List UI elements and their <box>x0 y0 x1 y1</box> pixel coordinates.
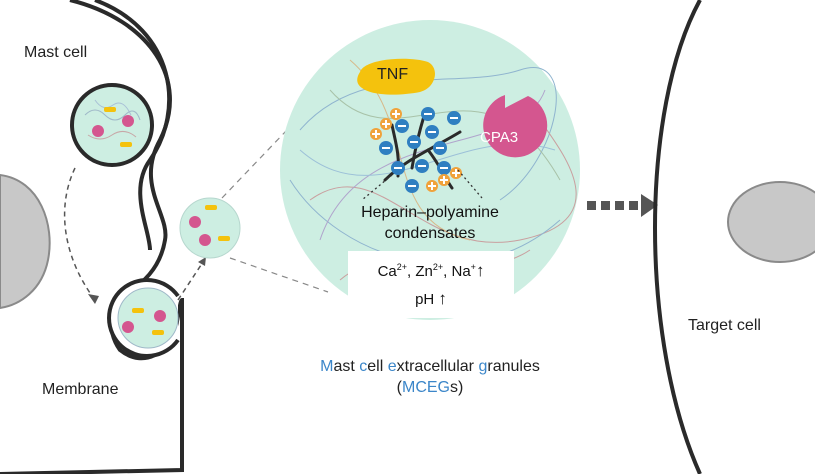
caption-initial: c <box>359 358 368 375</box>
release-arrow <box>177 261 204 301</box>
mceg-caption-line2: (MCEGs) <box>255 377 605 398</box>
mast-cell-nucleus <box>0 173 51 310</box>
ion-separator: , <box>407 263 416 280</box>
zinc-charge: 2+ <box>432 262 444 272</box>
mast-cell-membrane-upper <box>94 0 172 251</box>
ion-separator: , <box>443 263 452 280</box>
caption-text: ranules <box>487 358 540 375</box>
caption-text: ell <box>367 358 388 375</box>
ph-increase-arrow-icon: ↑ <box>438 289 447 308</box>
calcium-charge: 2+ <box>396 262 408 272</box>
ph-row: pH ↑ <box>348 289 514 309</box>
mast-cell-label: Mast cell <box>24 44 88 61</box>
caption-initial: M <box>320 358 334 375</box>
positive-charges-right <box>426 167 462 192</box>
caption-text: s) <box>450 379 464 396</box>
intracellular-granule-top <box>70 83 154 167</box>
mceg-caption: Mast cell extracellular granules (MCEGs) <box>255 356 605 398</box>
sodium-ion: Na <box>451 263 471 280</box>
condensate-label-line1: Heparin–polyamine <box>361 204 499 221</box>
caption-initial: g <box>478 358 488 375</box>
release-arrowhead <box>198 257 206 266</box>
ph-label: pH <box>415 291 435 308</box>
zinc-ion: Zn <box>415 263 433 280</box>
pointer-line-left <box>361 174 393 201</box>
caption-text: ast <box>333 358 360 375</box>
target-cell-membrane <box>653 0 702 474</box>
fusing-granule-bottom <box>107 278 180 358</box>
ions-increase-arrow-icon: ↑ <box>475 261 485 280</box>
mceg-caption-line1: Mast cell extracellular granules <box>255 356 605 377</box>
caption-text: xtracellular <box>396 358 479 375</box>
ion-list: Ca2+, Zn2+, Na+↑ <box>348 261 514 281</box>
calcium-ion: Ca <box>377 263 397 280</box>
target-cell-nucleus <box>727 181 815 263</box>
zoom-line-top <box>221 84 331 199</box>
positive-charges-left <box>370 108 402 140</box>
tnf-label: TNF <box>377 66 409 83</box>
caption-acronym: MCEG <box>402 379 450 396</box>
sodium-charge: + <box>470 262 476 272</box>
negative-charges <box>379 107 461 193</box>
tnf-protein <box>357 58 435 95</box>
granule-transport-arrowhead <box>88 294 99 304</box>
ion-conditions-box: Ca2+, Zn2+, Na+↑ pH ↑ <box>348 251 514 318</box>
cpa3-protein <box>483 95 548 158</box>
target-cell-label: Target cell <box>688 317 761 334</box>
condensate-label-line2: condensates <box>384 225 476 242</box>
pointer-line-right <box>457 169 483 199</box>
cpa3-label: CPA3 <box>480 129 519 146</box>
membrane-label: Membrane <box>42 381 119 398</box>
secretion-arrow <box>587 194 658 217</box>
released-mceg-small <box>179 197 241 259</box>
caption-text: ( <box>396 379 402 396</box>
caption-initial: e <box>387 358 397 375</box>
condensate-label: Heparin–polyamine condensates <box>330 202 530 244</box>
granule-transport-arrow <box>63 167 96 301</box>
